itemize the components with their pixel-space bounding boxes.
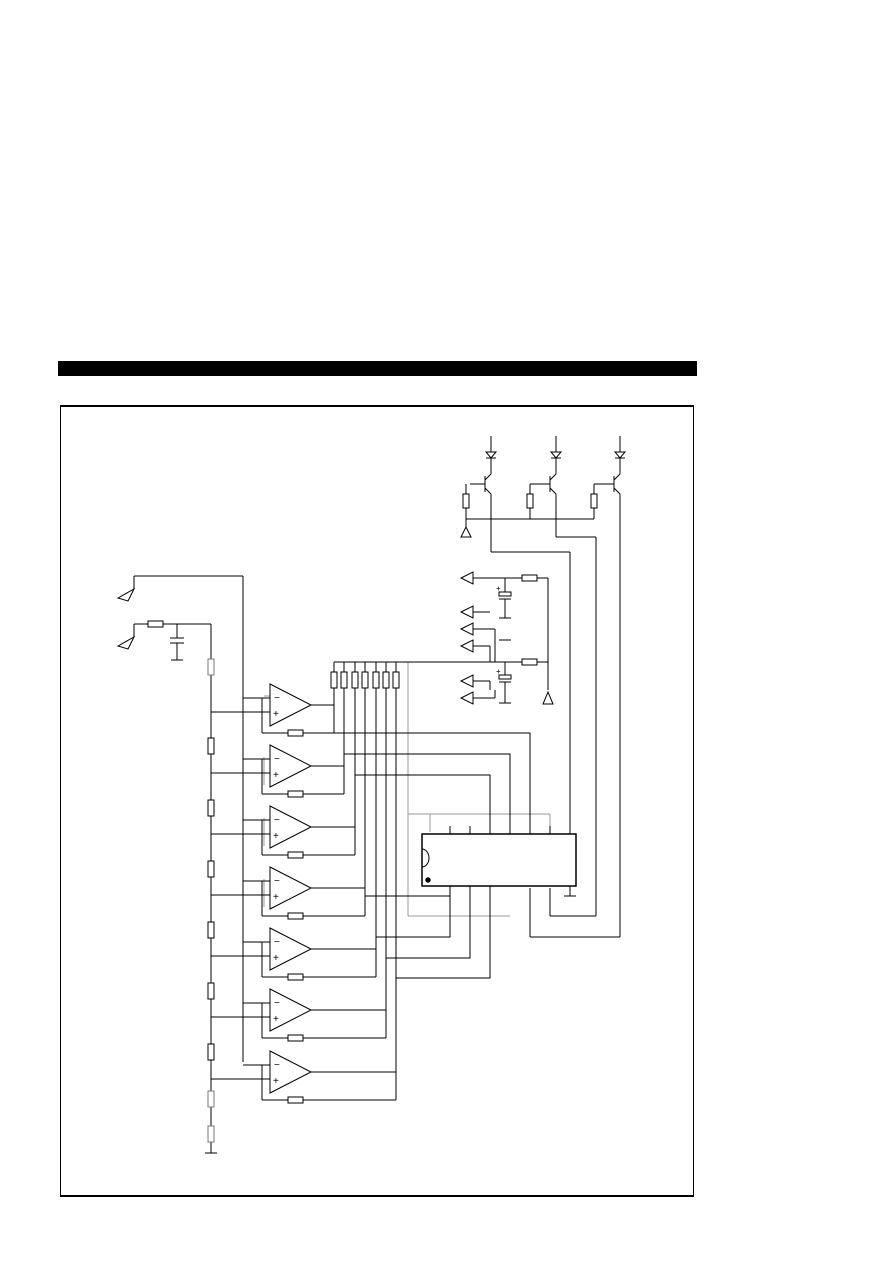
dynamic-parts: −+−+−+−+−+−+−+ <box>207 658 571 1143</box>
opamp-2: −+ <box>211 688 345 798</box>
opamp-minus-sign: − <box>274 815 280 826</box>
pullup-resistor <box>330 671 338 689</box>
opamp-triangle <box>269 927 313 971</box>
opamp-minus-sign: − <box>274 693 280 704</box>
section-header-bar <box>58 361 697 376</box>
signal-route <box>386 886 471 959</box>
signal-route <box>396 886 491 979</box>
opamp-triangle <box>269 683 313 727</box>
cap-plus-signs: + + <box>496 584 501 676</box>
ladder-resistor <box>207 1090 215 1108</box>
cap1-plus: + <box>496 584 501 593</box>
ic-package <box>421 833 577 897</box>
opamp-minus-sign: − <box>274 1060 280 1071</box>
transistor-stage <box>460 436 627 938</box>
opamp-minus-sign: − <box>274 937 280 948</box>
signal-route <box>334 732 531 832</box>
opamp-plus-sign: + <box>273 831 279 842</box>
pullup-resistor <box>361 671 369 689</box>
feedback-resistor <box>287 973 304 981</box>
opamp-5: −+ <box>211 688 377 981</box>
opamp-7: −+ <box>211 688 397 1104</box>
signal-route <box>376 886 451 938</box>
figure-frame <box>60 405 694 1197</box>
reference-supply-block <box>459 571 554 705</box>
opamp-triangle <box>269 1050 313 1094</box>
opamp-3: −+ <box>211 688 356 859</box>
pullup-resistor <box>340 671 348 689</box>
opamp-triangle <box>269 744 313 788</box>
ladder-resistor <box>207 1043 215 1061</box>
transistor-q1 <box>460 436 570 553</box>
ladder-resistor <box>207 737 215 755</box>
opamp-6: −+ <box>211 688 387 1042</box>
opamp-plus-sign: + <box>273 770 279 781</box>
opamp-plus-sign: + <box>273 953 279 964</box>
opamp-plus-sign: + <box>273 1014 279 1025</box>
resistor-ladder <box>205 675 217 1154</box>
feedback-resistor <box>287 912 304 920</box>
cap2-plus: + <box>496 667 501 676</box>
transistor-q3 <box>590 436 627 937</box>
transistor-q2 <box>526 436 596 538</box>
ladder-resistor <box>207 799 215 817</box>
opamp-plus-sign: + <box>273 892 279 903</box>
feedback-resistor <box>287 729 304 737</box>
opamp-minus-sign: − <box>274 998 280 1009</box>
pullup-resistor <box>372 671 380 689</box>
signal-route <box>355 774 491 832</box>
ladder-resistor <box>207 921 215 939</box>
ladder-resistor <box>207 1125 215 1143</box>
pullup-resistor <box>382 671 390 689</box>
opamp-plus-sign: + <box>273 709 279 720</box>
ladder-resistor <box>207 860 215 878</box>
feedback-resistor <box>287 851 304 859</box>
pullup-resistor <box>392 671 400 689</box>
feedback-resistor <box>287 790 304 798</box>
feedback-resistor <box>287 1096 304 1104</box>
opamp-4: −+ <box>211 688 366 920</box>
ladder-resistor <box>207 982 215 1000</box>
signal-route <box>344 753 511 832</box>
pullup-resistor <box>351 671 359 689</box>
feedback-resistor <box>287 1034 304 1042</box>
opamp-minus-sign: − <box>274 754 280 765</box>
opamp-triangle <box>269 866 313 910</box>
opamp-triangle <box>269 805 313 849</box>
opamp-plus-sign: + <box>273 1076 279 1087</box>
opamp-minus-sign: − <box>274 876 280 887</box>
input-section <box>116 575 244 1062</box>
ladder-resistor <box>207 658 215 676</box>
opamp-triangle <box>269 988 313 1032</box>
opamp-1: −+ <box>211 683 335 737</box>
